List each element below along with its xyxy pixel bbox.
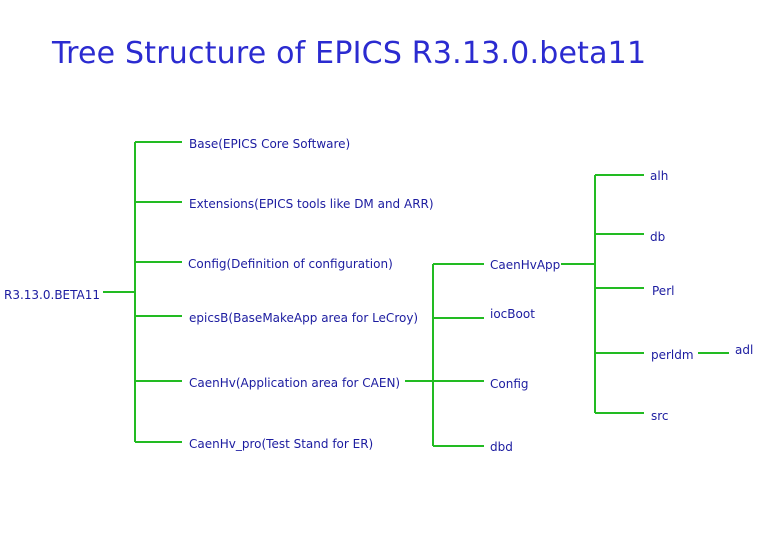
node-caenhv-pro: CaenHv_pro(Test Stand for ER)	[189, 437, 374, 451]
node-caenhv: CaenHv(Application area for CAEN)	[189, 376, 401, 390]
node-dbd: dbd	[490, 440, 513, 454]
node-alh: alh	[650, 169, 669, 183]
node-config: Config(Definition of configuration)	[188, 257, 393, 271]
node-perldm: perldm	[651, 348, 694, 362]
node-base: Base(EPICS Core Software)	[189, 137, 351, 151]
node-epicsb: epicsB(BaseMakeApp area for LeCroy)	[189, 311, 419, 325]
node-db: db	[650, 230, 666, 244]
node-adl: adl	[735, 343, 754, 357]
node-perl: Perl	[652, 284, 675, 298]
node-caen-config: Config	[490, 377, 529, 391]
node-root: R3.13.0.BETA11	[4, 288, 101, 302]
node-src: src	[651, 409, 669, 423]
node-iocboot: iocBoot	[490, 307, 535, 321]
node-caenhvapp: CaenHvApp	[490, 258, 561, 272]
node-extensions: Extensions(EPICS tools like DM and ARR)	[189, 197, 434, 211]
diagram-title: Tree Structure of EPICS R3.13.0.beta11	[52, 36, 647, 71]
